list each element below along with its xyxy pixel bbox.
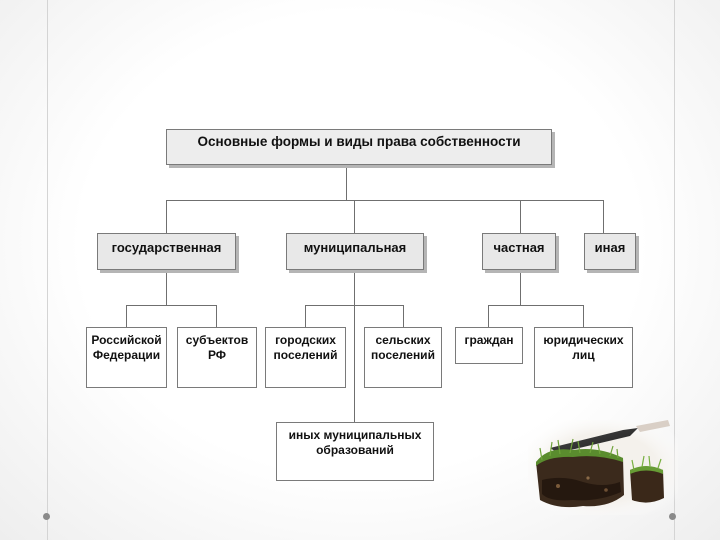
form-other-box: иная [584,233,636,270]
type-legal-entities-box: юридических лиц [534,327,633,388]
connector-line [488,305,489,327]
connector-line [126,305,217,306]
bullet-dot-icon [43,513,50,520]
connector-line [126,305,127,327]
diagram-title-box: Основные формы и виды права собственност… [166,129,552,165]
connector-line [403,305,404,327]
connector-line [166,200,603,201]
type-city-settlements-box: городских поселений [265,327,346,388]
connector-line [354,270,355,422]
type-citizens-box: граждан [455,327,523,364]
type-russian-federation-box: Российской Федерации [86,327,167,388]
connector-line [488,305,584,306]
connector-line [520,270,521,305]
form-private-box: частная [482,233,556,270]
connector-line [216,305,217,327]
connector-line [305,305,404,306]
connector-line [520,200,521,233]
type-rf-subjects-box: субъектов РФ [177,327,257,388]
connector-line [166,200,167,233]
connector-line [354,200,355,233]
connector-line [583,305,584,327]
bullet-dot-icon [669,513,676,520]
type-other-municipal-box: иных муниципальных образований [276,422,434,481]
connector-line [166,270,167,305]
connector-line [305,305,306,327]
slide-frame [47,0,675,540]
land-cutting-knife-image [528,420,678,515]
form-municipal-box: муниципальная [286,233,424,270]
type-rural-settlements-box: сельских поселений [364,327,442,388]
form-state-box: государственная [97,233,236,270]
connector-line [346,165,347,200]
connector-line [603,200,604,233]
